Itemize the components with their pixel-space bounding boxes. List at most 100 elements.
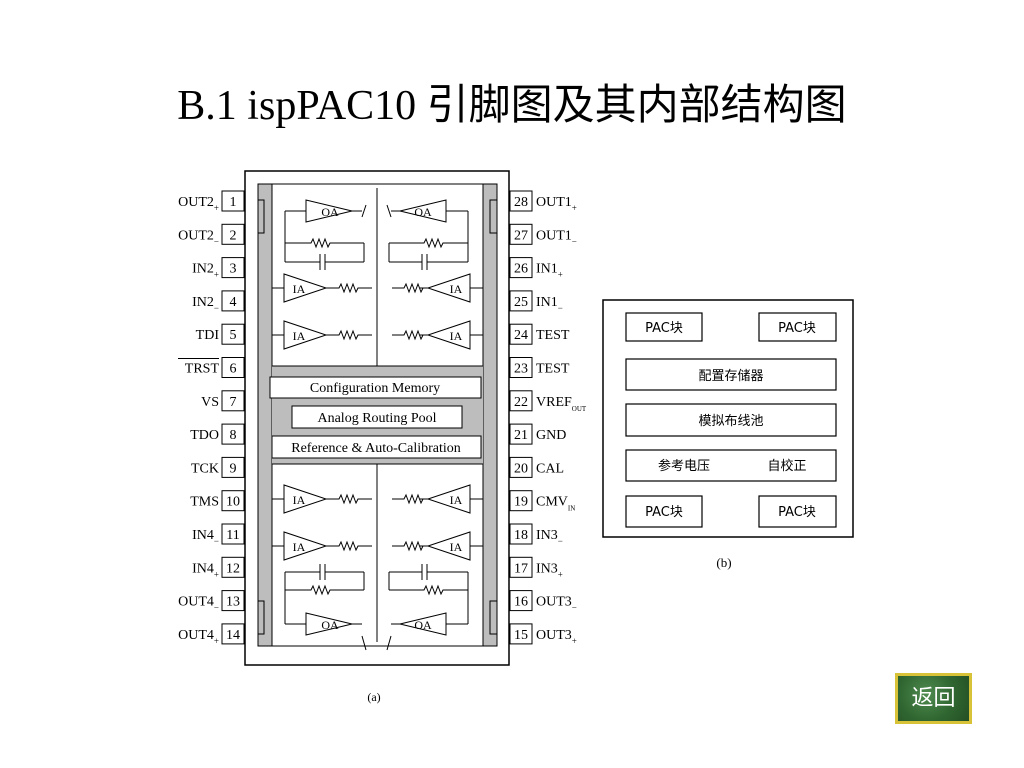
pin-number: 17	[514, 561, 528, 576]
pin-number: 19	[514, 495, 528, 510]
pin-box	[509, 290, 533, 312]
pac-block-bottom-right	[386, 484, 483, 651]
pin-box	[509, 490, 533, 512]
pin-name: OUT4+	[178, 628, 219, 646]
pin-number: 18	[514, 528, 528, 543]
pin-name: TCK	[191, 461, 219, 476]
pin-number: 22	[514, 395, 528, 410]
pin-name: OUT2+	[178, 195, 219, 213]
pin-22: 22 VREFOUT	[509, 390, 587, 413]
pin-number: 15	[514, 628, 528, 643]
slide-title: B.1 ispPAC10 引脚图及其内部结构图	[177, 83, 847, 129]
pin-number: 16	[514, 595, 528, 610]
pin-7: 7VS	[201, 390, 245, 412]
pin-box	[509, 423, 533, 445]
pin-box	[509, 257, 533, 279]
pin-name: GND	[536, 428, 566, 443]
pin-box	[509, 523, 533, 545]
pin-number: 25	[514, 295, 528, 310]
pin-number: 20	[514, 461, 528, 476]
pin-19: 19 CMVIN	[509, 490, 575, 513]
configuration-memory-block	[269, 376, 482, 399]
pin-box	[221, 590, 245, 612]
pac-block-box	[625, 495, 703, 528]
config-memory-label: 配置存储器	[698, 369, 763, 384]
pin-name: OUT4−	[178, 595, 219, 613]
ia-label: IA	[293, 540, 306, 554]
pin-box	[509, 590, 533, 612]
pin-name: IN3+	[536, 561, 563, 579]
pin-box	[509, 623, 533, 645]
pin-box	[509, 323, 533, 345]
configuration-memory-label: Configuration Memory	[310, 381, 440, 396]
ia-label: IA	[293, 329, 306, 343]
pac-block-label: PAC块	[645, 505, 683, 520]
analog-routing-label: 模拟布线池	[698, 414, 763, 429]
left-pin-column: 1OUT2+2OUT2−3IN2+4IN2−5TDI6TRST7VS8TDO9T…	[178, 190, 245, 646]
ia-label: IA	[293, 493, 306, 507]
pin-box	[509, 456, 533, 478]
pac-block-top-left	[272, 199, 372, 350]
pin-box	[221, 623, 245, 645]
pin-25: 25 IN1−	[509, 290, 563, 313]
pin-name: TEST	[536, 328, 570, 343]
ia-label: IA	[450, 329, 463, 343]
pin-name: CMVIN	[536, 495, 575, 513]
pin-number: 26	[514, 262, 528, 277]
right-bus	[482, 183, 498, 647]
pin-number: 10	[226, 495, 240, 510]
pin-number: 14	[226, 628, 240, 643]
pin-15: 15 OUT3+	[509, 623, 577, 646]
pin-box	[509, 390, 533, 412]
pin-box	[221, 223, 245, 245]
pin-number: 3	[230, 262, 237, 277]
chip-outline	[244, 170, 510, 666]
pin-name: OUT3+	[536, 628, 577, 646]
pin-number: 5	[230, 328, 237, 343]
pin-box	[221, 523, 245, 545]
pin-name: OUT2−	[178, 228, 219, 246]
pin-box	[221, 490, 245, 512]
pin-name: TDO	[190, 428, 219, 443]
pac-block-box	[758, 495, 837, 528]
pin-name: VREFOUT	[536, 395, 587, 413]
pin-17: 17 IN3+	[509, 556, 563, 579]
oa-label: OA	[321, 205, 339, 219]
pin-26: 26 IN1+	[509, 257, 563, 280]
pin-box	[221, 357, 245, 378]
reference-autocal-block	[271, 435, 482, 459]
block-diagram-frame	[602, 299, 854, 538]
pin-number: 21	[514, 428, 528, 443]
pin-number: 9	[230, 461, 237, 476]
pin-name: IN1−	[536, 295, 563, 313]
oa-label: OA	[414, 205, 432, 219]
pin-name: TMS	[190, 495, 219, 510]
pac-block-box	[625, 312, 703, 342]
pac-block-label: PAC块	[778, 505, 816, 520]
back-button[interactable]: 返回	[895, 673, 972, 724]
pin-1: 1 OUT2+	[178, 190, 245, 213]
pin-20: 20 CAL	[509, 456, 564, 478]
pin-name: OUT1−	[536, 228, 577, 246]
pac-block-bottom-left	[272, 484, 372, 651]
block-diagram: PAC块 PAC块 配置存储器 模拟布线池 参考电压 自校正 PAC块 PAC块…	[602, 299, 854, 570]
pin-name: IN1+	[536, 262, 563, 280]
ia-label: IA	[450, 493, 463, 507]
pin-number: 23	[514, 362, 528, 377]
pin-21: 21 GND	[509, 423, 566, 445]
pin-number: 1	[230, 195, 237, 210]
pac-block-box	[758, 312, 837, 342]
pin-number: 12	[226, 561, 240, 576]
pin-number: 2	[230, 228, 237, 243]
left-bus	[257, 183, 273, 647]
pin-name: CAL	[536, 461, 564, 476]
